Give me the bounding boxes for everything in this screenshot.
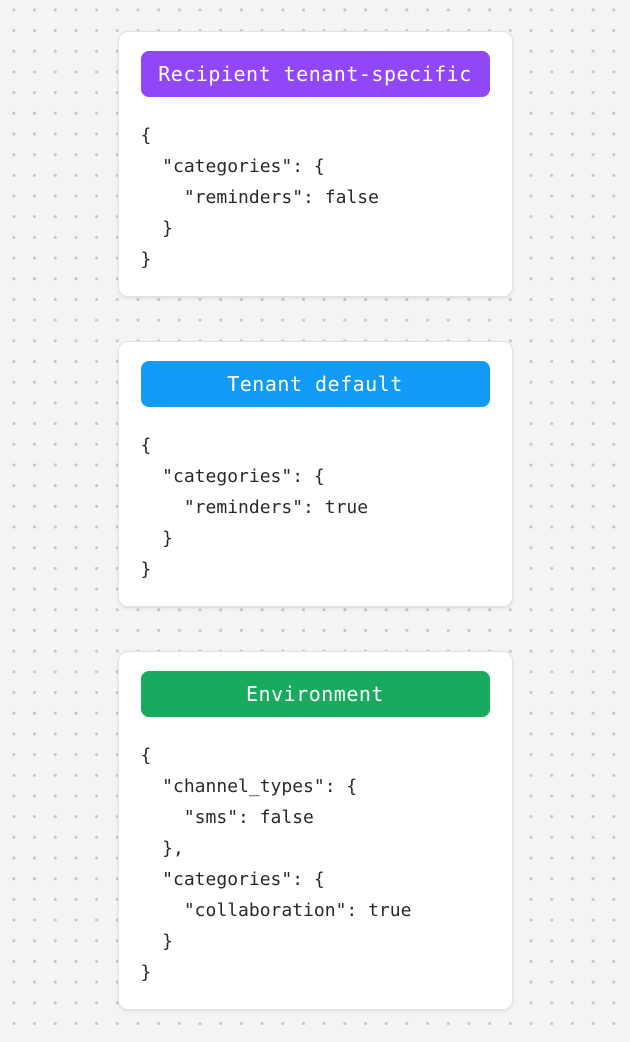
preference-card-environment: Environment { "channel_types": { "sms": … bbox=[117, 651, 513, 1010]
recipient-tenant-specific-json-code: { "categories": { "reminders": false } } bbox=[140, 125, 379, 270]
recipient-tenant-specific-badge: Recipient tenant-specific bbox=[140, 51, 490, 97]
environment-json-code: { "channel_types": { "sms": false }, "ca… bbox=[140, 745, 412, 983]
tenant-default-json-code: { "categories": { "reminders": true } } bbox=[140, 435, 369, 580]
preference-card-tenant-default: Tenant default { "categories": { "remind… bbox=[117, 341, 513, 607]
preference-card-recipient-tenant-specific: Recipient tenant-specific { "categories"… bbox=[117, 31, 513, 297]
environment-badge: Environment bbox=[140, 671, 490, 717]
tenant-default-badge: Tenant default bbox=[140, 361, 490, 407]
